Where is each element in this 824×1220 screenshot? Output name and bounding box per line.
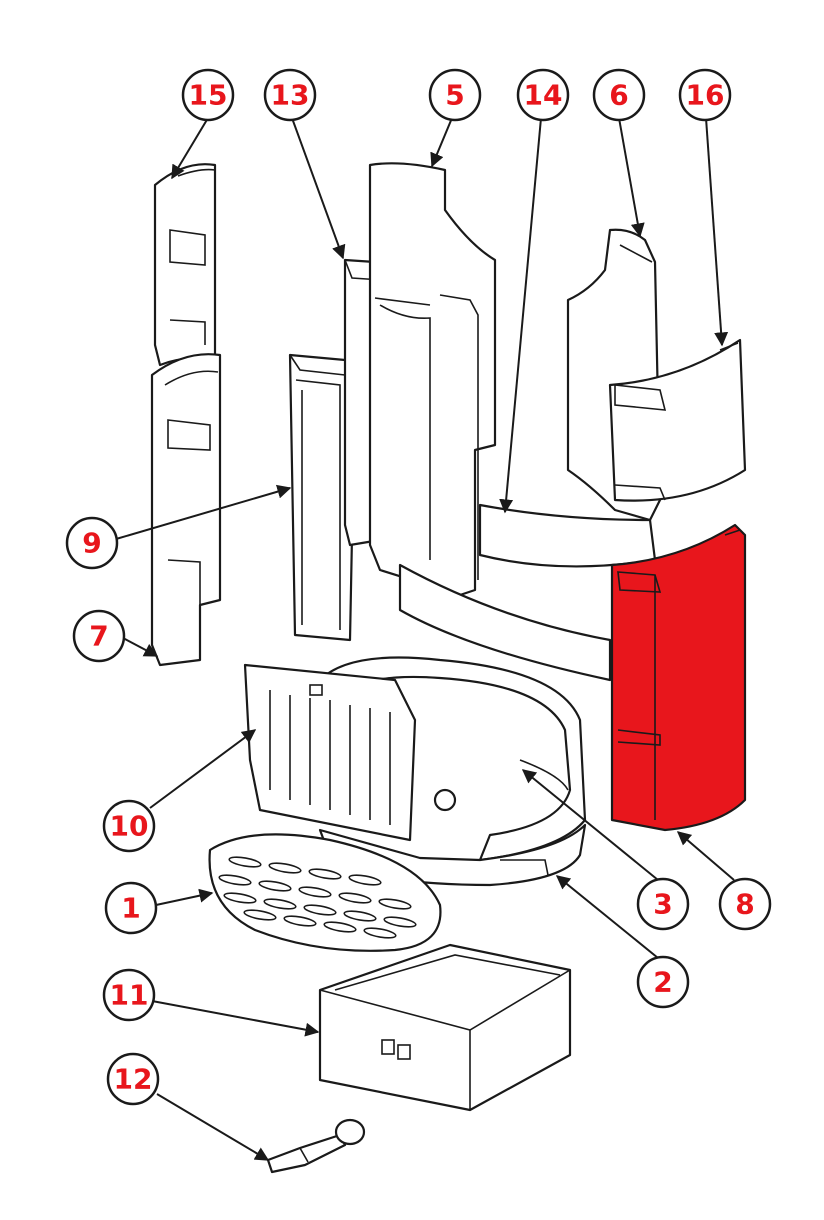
leader-2 [555,875,659,959]
grate-slot [258,880,292,892]
callout-12: 12 [106,1052,160,1106]
leader-14 [499,117,542,514]
callout-label-9: 9 [82,527,101,560]
grate-slot [298,886,332,898]
leader-10 [149,729,257,809]
callout-2: 2 [636,955,690,1009]
grate-slot [308,868,342,880]
callout-label-15: 15 [189,79,228,112]
callout-13: 13 [263,68,317,122]
leader-1 [155,888,214,906]
leader-13 [291,117,346,260]
leader-16 [705,117,729,347]
leader-15 [171,117,209,180]
callout-14: 14 [516,68,570,122]
callout-label-5: 5 [445,79,464,112]
callout-8: 8 [718,877,772,931]
part-15-upper-left-brick [153,163,217,367]
grate-slot [338,892,372,904]
grate-slot [348,874,382,886]
callout-label-13: 13 [271,79,310,112]
leader-lines [115,117,735,1161]
callout-3: 3 [636,877,690,931]
callout-label-2: 2 [653,966,672,999]
leader-9 [115,484,292,540]
callout-label-7: 7 [89,620,108,653]
grate-slot [268,862,302,874]
callout-6: 6 [592,68,646,122]
grate-slot [283,915,317,927]
callout-label-10: 10 [110,810,149,843]
callout-16: 16 [678,68,732,122]
callout-1: 1 [104,881,158,935]
grate-slot [343,910,377,922]
part-16-right-curved-brick [608,338,747,502]
grate-slot [228,856,262,868]
leader-8 [676,831,735,881]
grate-slot [223,892,257,904]
grate-slot [378,898,412,910]
callout-label-11: 11 [110,979,149,1012]
grate-slot [263,898,297,910]
grate-slot [363,927,397,939]
grate-slot [243,909,277,921]
callout-label-1: 1 [121,892,140,925]
callout-7: 7 [72,609,126,663]
part-10-grate [243,663,417,842]
part-12-handle-tool [266,1118,366,1174]
callout-label-14: 14 [524,79,563,112]
callout-10: 10 [102,799,156,853]
callout-label-8: 8 [735,888,754,921]
callout-9: 9 [65,516,119,570]
part-1-grate-plate [208,833,442,952]
leader-5 [430,117,453,168]
callout-5: 5 [428,68,482,122]
part-5-back-brick [368,162,497,597]
leader-3 [521,769,659,881]
grate-slot [218,874,252,886]
part-11-ash-drawer [318,943,572,1112]
leader-6 [618,117,645,238]
callout-11: 11 [102,968,156,1022]
callout-15: 15 [181,68,235,122]
callout-label-6: 6 [609,79,628,112]
callout-label-3: 3 [653,888,672,921]
grate-slot [303,904,337,916]
part-8-highlighted-brick [610,523,747,832]
leader-11 [151,1000,320,1037]
callout-label-12: 12 [114,1063,153,1096]
leader-12 [156,1093,270,1161]
grate-slot [383,916,417,928]
callout-label-16: 16 [686,79,725,112]
part-14-rear-base-brick [398,503,657,682]
leader-7 [122,637,159,657]
grate-slot [323,921,357,933]
part-7-lower-left-brick [150,353,222,667]
